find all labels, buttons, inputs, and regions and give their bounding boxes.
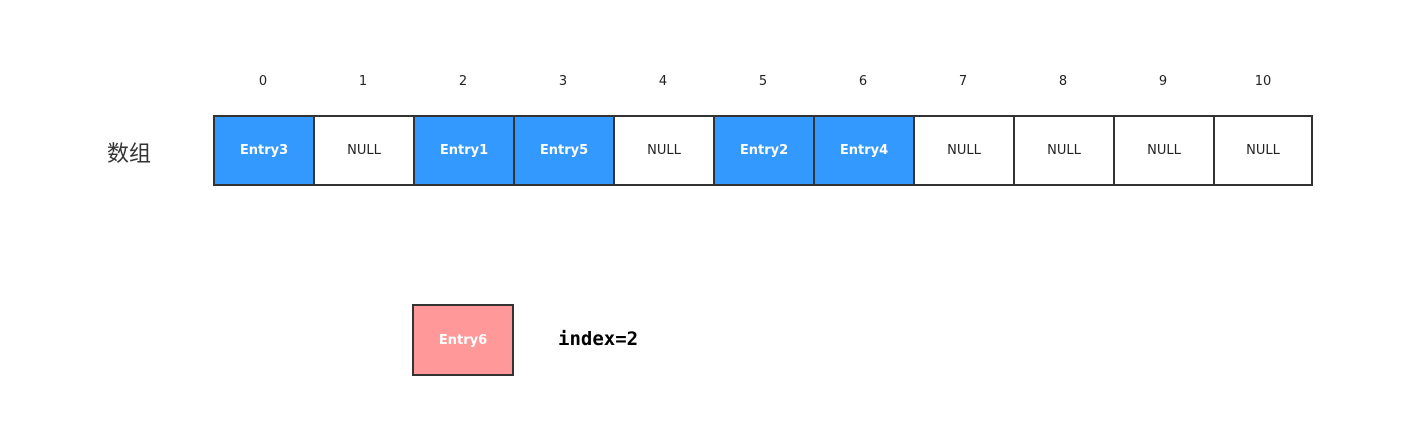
- array-cell-label: Entry3: [239, 143, 289, 158]
- array-cell-label: NULL: [947, 143, 981, 158]
- array-cell-5: Entry2: [713, 115, 815, 186]
- array-cell-0: Entry3: [213, 115, 315, 186]
- array-cell-10: NULL: [1213, 115, 1313, 186]
- index-label-7: 7: [958, 74, 968, 89]
- array-cell-label: NULL: [1047, 143, 1081, 158]
- index-label-8: 8: [1058, 74, 1068, 89]
- array-cell-label: NULL: [1246, 143, 1280, 158]
- array-cell-1: NULL: [313, 115, 415, 186]
- array-cell-label: Entry1: [439, 143, 489, 158]
- index-label-3: 3: [558, 74, 568, 89]
- array-cell-label: NULL: [647, 143, 681, 158]
- index-note: index=2: [558, 328, 639, 350]
- index-label-2: 2: [458, 74, 468, 89]
- array-cell-8: NULL: [1013, 115, 1115, 186]
- index-label-1: 1: [358, 74, 368, 89]
- array-cell-2: Entry1: [413, 115, 515, 186]
- array-cell-9: NULL: [1113, 115, 1215, 186]
- array-cell-label: Entry4: [839, 143, 889, 158]
- array-cell-6: Entry4: [813, 115, 915, 186]
- array-cell-4: NULL: [613, 115, 715, 186]
- array-label: 数组: [107, 142, 152, 167]
- new-entry-label: Entry6: [438, 332, 488, 348]
- array-cell-label: Entry5: [539, 143, 589, 158]
- index-label-6: 6: [858, 74, 868, 89]
- index-label-0: 0: [258, 74, 268, 89]
- index-label-10: 10: [1254, 74, 1272, 89]
- index-label-5: 5: [758, 74, 768, 89]
- array-cell-label: Entry2: [739, 143, 789, 158]
- array-cell-7: NULL: [913, 115, 1015, 186]
- array-cell-label: NULL: [1147, 143, 1181, 158]
- index-label-4: 4: [658, 74, 668, 89]
- array-cell-label: NULL: [347, 143, 381, 158]
- array-cell-3: Entry5: [513, 115, 615, 186]
- new-entry-box: Entry6: [412, 304, 514, 376]
- index-label-9: 9: [1158, 74, 1168, 89]
